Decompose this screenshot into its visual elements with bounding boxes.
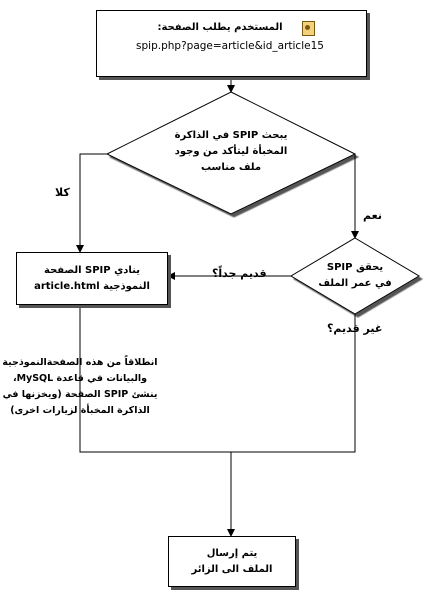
request-box	[96, 10, 367, 77]
edge-no	[76, 153, 107, 253]
search-cache-text: يبحث SPIP في الذاكرة المخبأة ليتأكد من و…	[174, 130, 288, 173]
send-file-box	[168, 536, 296, 587]
request-line1: المستخدم يطلب الصفحة:	[157, 22, 283, 33]
request-url: spip.php?page=article&id_article15	[136, 40, 324, 52]
not-old-label: غير قديم؟	[327, 322, 383, 335]
call-template-box	[16, 252, 168, 305]
check-age-text: يحقق SPIP في عمر الملف	[318, 262, 392, 289]
too-old-label: قديم جداً؟	[212, 267, 267, 280]
yes-label: نعم	[363, 209, 382, 222]
search-cache-decision	[105, 91, 357, 215]
user-page-icon	[302, 21, 315, 36]
build-page-note: انطلاقاً من هذه الصفحةالنموذجية والبيانا…	[2, 357, 158, 416]
no-label: كلا	[55, 186, 70, 199]
send-file-text: يتم إرسال الملف الى الزائر	[191, 548, 273, 575]
call-template-text: ينادي SPIP الصفحة النموذجية article.html	[34, 265, 150, 292]
edge-not-old	[231, 314, 356, 453]
edge-build-page	[79, 305, 231, 453]
